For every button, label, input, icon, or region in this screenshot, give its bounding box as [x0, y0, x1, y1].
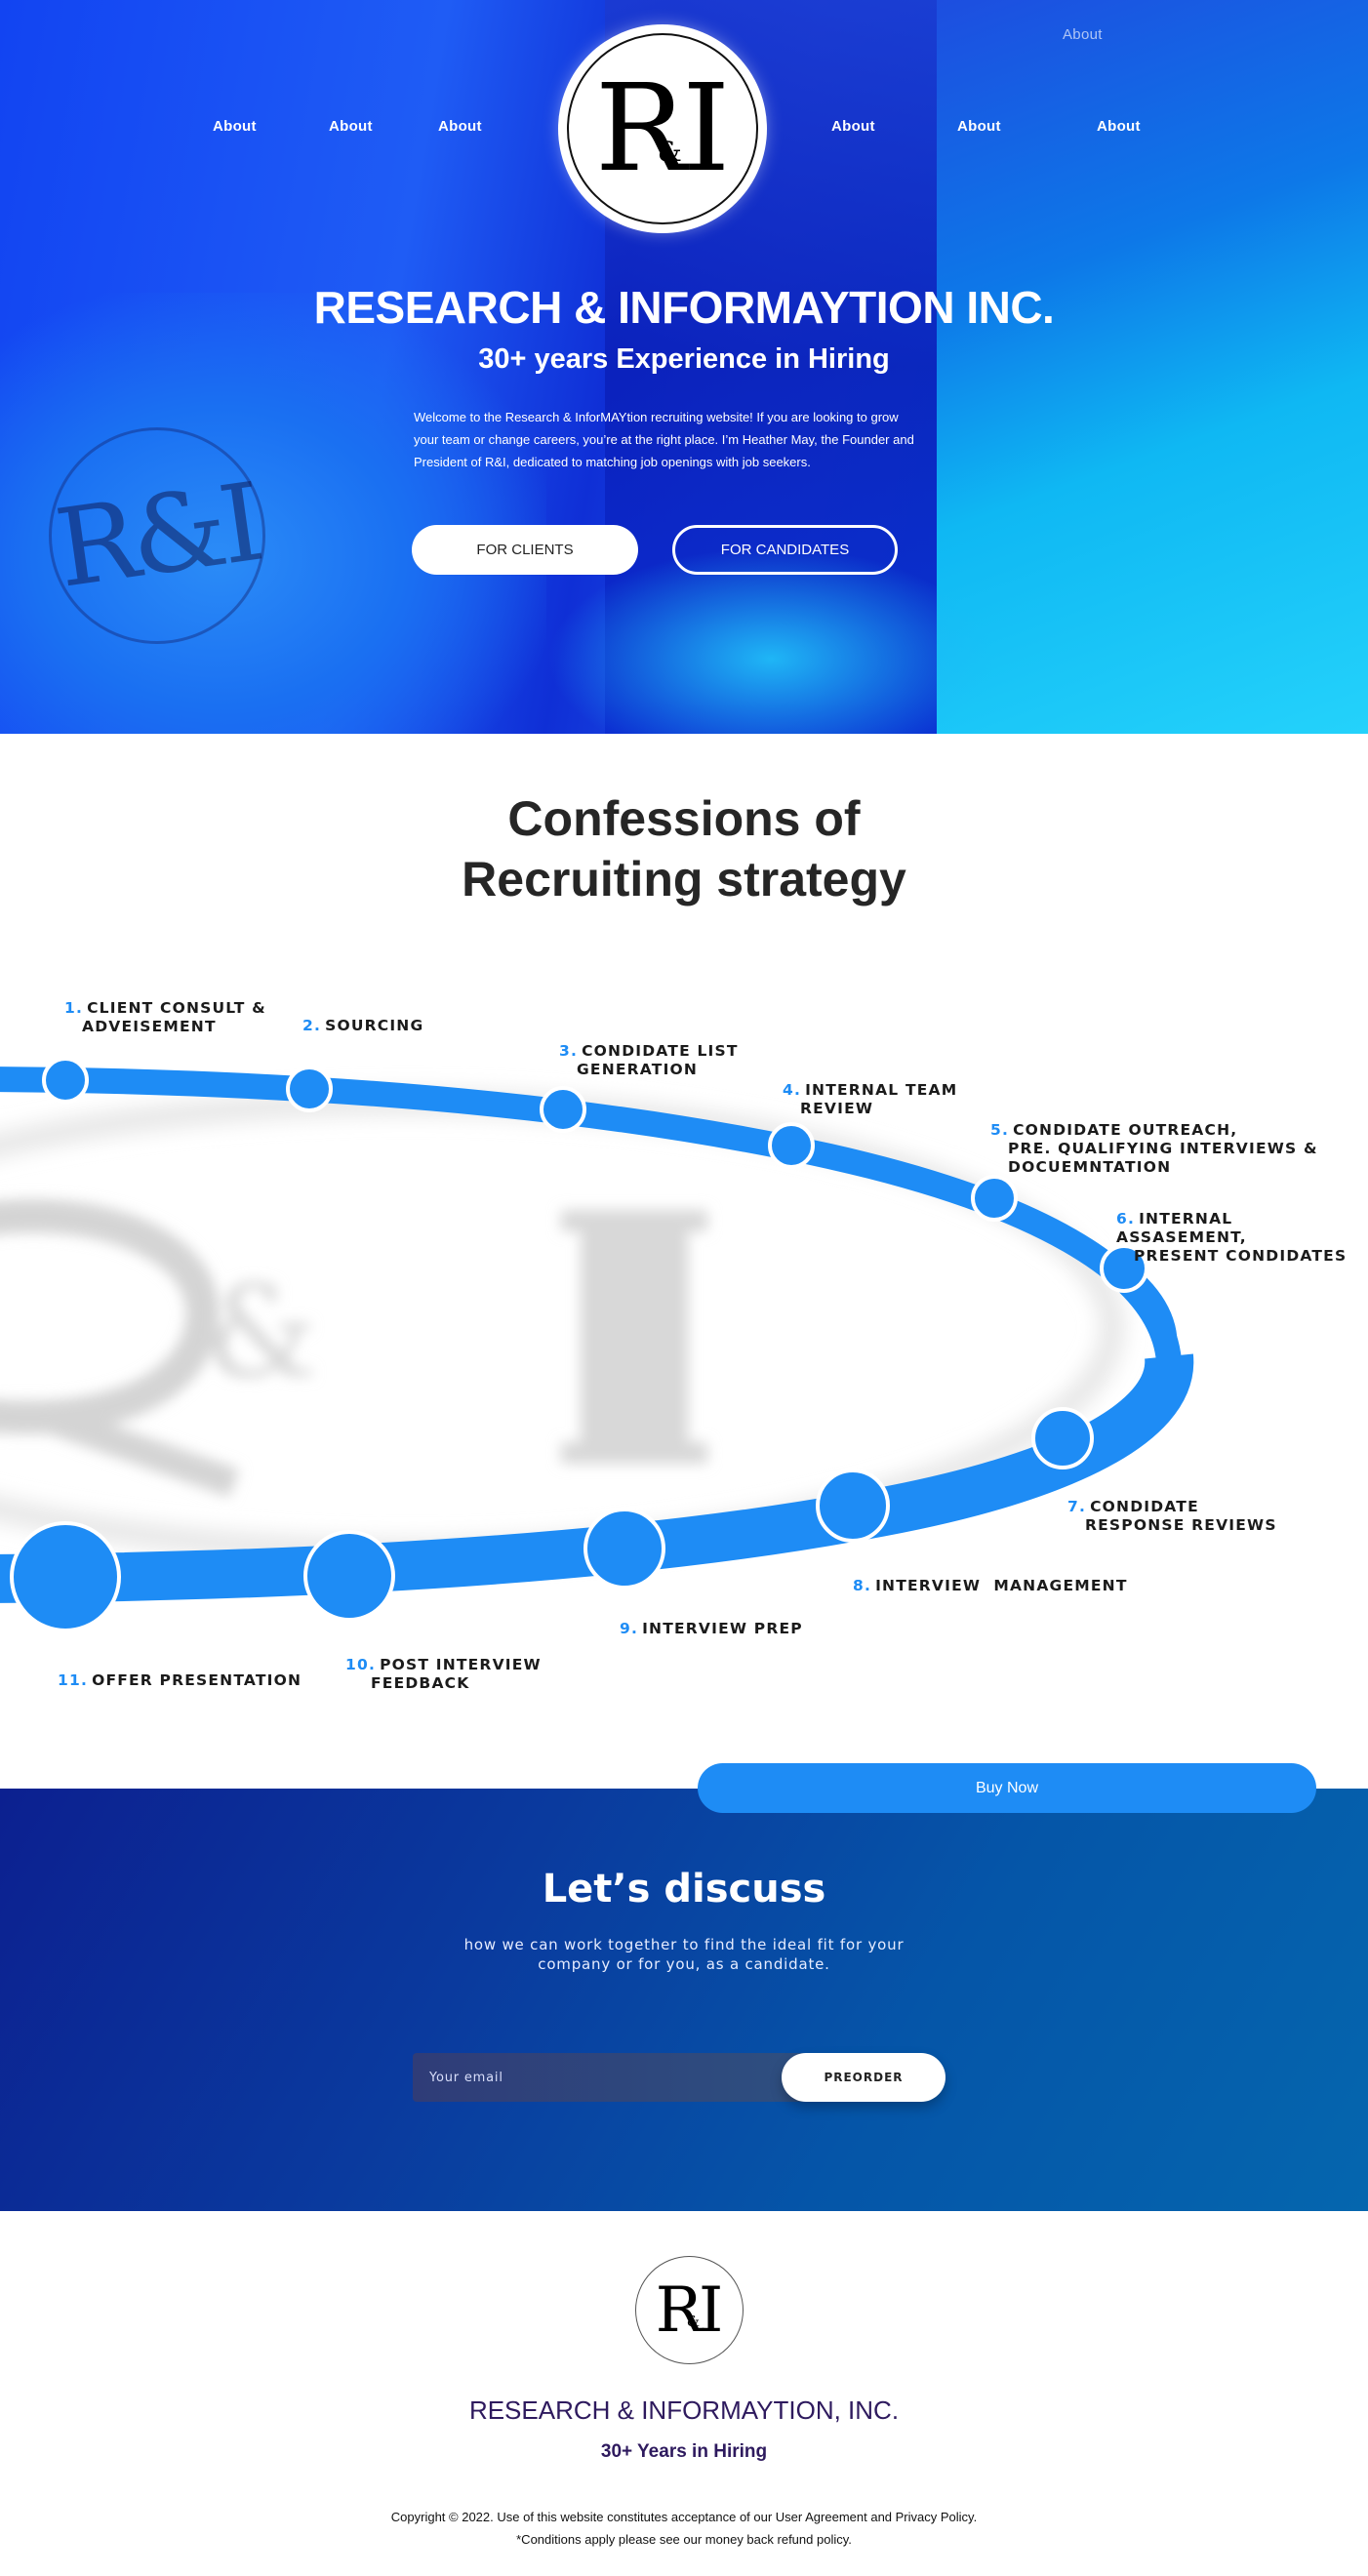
hero-bg-layer — [546, 546, 995, 734]
recruiting-process-diagram: & — [0, 1057, 1194, 1632]
hero-title: RESEARCH & INFORMAYTION INC. — [313, 282, 1055, 333]
timeline-node-3 — [540, 1086, 586, 1133]
step-11: 11.OFFER PRESENTATION — [58, 1671, 302, 1690]
logo-letter-r: R — [655, 2274, 703, 2347]
step-label: FEEDBACK — [371, 1674, 470, 1692]
step-label: REVIEW — [800, 1100, 874, 1117]
watermark-logo: & — [0, 1199, 707, 1498]
logo-monogram: RI & — [595, 68, 730, 189]
strategy-title: Confessions of Recruiting strategy — [0, 788, 1368, 909]
step-label: INTERVIEW PREP — [642, 1620, 803, 1637]
step-number: 5. — [990, 1121, 1010, 1139]
nav-about-link-1[interactable]: About — [213, 118, 257, 135]
preorder-button[interactable]: PREORDER — [782, 2053, 946, 2102]
step-number: 4. — [783, 1081, 802, 1099]
step-label: RESPONSE REVIEWS — [1085, 1516, 1277, 1534]
for-clients-button[interactable]: FOR CLIENTS — [412, 525, 638, 575]
discuss-title: Let’s discuss — [542, 1867, 826, 1912]
step-label: ADVEISEMENT — [82, 1018, 217, 1035]
step-4: 4.INTERNAL TEAM REVIEW — [783, 1081, 957, 1118]
step-number: 7. — [1067, 1498, 1087, 1515]
step-label: GENERATION — [577, 1061, 699, 1078]
step-label: CONDIDATE LIST — [582, 1042, 739, 1060]
nav-about-link-6[interactable]: About — [1097, 118, 1141, 135]
timeline-node-4 — [768, 1122, 815, 1169]
timeline-node-6 — [1100, 1244, 1148, 1293]
step-label: CONDIDATE OUTREACH, — [1013, 1121, 1238, 1139]
nav-about-link-4[interactable]: About — [831, 118, 875, 135]
copyright-text: Copyright © 2022. Use of this website co… — [390, 2510, 978, 2524]
for-candidates-button[interactable]: FOR CANDIDATES — [672, 525, 898, 575]
discuss-section: Let’s discuss how we can work together t… — [0, 1789, 1368, 2211]
step-label: DOCUEMNTATION — [1008, 1158, 1172, 1176]
timeline-node-11 — [10, 1521, 121, 1632]
email-signup-form: PREORDER — [413, 2053, 946, 2102]
step-number: 8. — [853, 1577, 872, 1594]
footer-logo[interactable]: RI & — [635, 2256, 744, 2364]
nav-about-link-2[interactable]: About — [329, 118, 373, 135]
timeline-node-1 — [42, 1057, 89, 1104]
step-number: 9. — [620, 1620, 639, 1637]
hero-section: R&I About About About About About About … — [0, 0, 1368, 734]
logo-monogram: RI & — [656, 2279, 723, 2342]
step-8: 8.INTERVIEW MANAGEMENT — [853, 1577, 1128, 1595]
step-label: CLIENT CONSULT & — [87, 999, 266, 1017]
step-label: INTERNAL TEAM — [805, 1081, 958, 1099]
step-label: INTERVIEW MANAGEMENT — [875, 1577, 1128, 1594]
conditions-text: *Conditions apply please see our money b… — [516, 2532, 852, 2547]
nav-about-link-5[interactable]: About — [957, 118, 1001, 135]
timeline-nodes — [10, 1057, 1148, 1632]
hero-intro-text: Welcome to the Research & InforMAYtion r… — [414, 410, 914, 469]
step-number: 2. — [302, 1017, 322, 1034]
hero-bg-layer — [0, 293, 546, 734]
nav-about-link-3[interactable]: About — [438, 118, 482, 135]
timeline-node-5 — [971, 1175, 1018, 1222]
step-label: CONDIDATE — [1090, 1498, 1199, 1515]
timeline-node-2 — [286, 1066, 333, 1112]
logo-letter-r: R — [594, 59, 687, 199]
hero-subtitle: 30+ years Experience in Hiring — [478, 343, 890, 375]
step-number: 6. — [1116, 1210, 1136, 1228]
step-1: 1.CLIENT CONSULT & ADVEISEMENT — [64, 999, 266, 1036]
footer-company-name: RESEARCH & INFORMAYTION, INC. — [468, 2395, 900, 2425]
strategy-title-line1: Confessions of — [507, 791, 861, 846]
step-10: 10.POST INTERVIEW FEEDBACK — [345, 1656, 542, 1693]
timeline-track-bottom — [0, 1353, 1194, 1603]
laptop-logo-text: R&I — [48, 460, 265, 612]
step-number: 10. — [345, 1656, 377, 1673]
step-2: 2.SOURCING — [302, 1017, 423, 1035]
timeline-node-9 — [583, 1508, 665, 1590]
hero-bg-layer — [937, 0, 1368, 734]
timeline-node-7 — [1031, 1407, 1094, 1469]
logo-ampersand: & — [657, 136, 682, 168]
timeline-node-10 — [303, 1530, 395, 1622]
timeline-node-8 — [816, 1469, 890, 1543]
step-label: SOURCING — [325, 1017, 424, 1034]
footer-legal: Copyright © 2022. Use of this website co… — [0, 2506, 1368, 2551]
logo-letter-i: I — [682, 59, 731, 199]
nav-top-about-link[interactable]: About — [1063, 26, 1103, 43]
brand-logo[interactable]: RI & — [561, 27, 764, 230]
step-number: 11. — [58, 1671, 89, 1689]
step-6: 6.INTERNAL ASSASEMENT, PRESENT CONDIDATE… — [1116, 1210, 1368, 1266]
svg-text:&: & — [205, 1258, 318, 1406]
step-label: POST INTERVIEW — [380, 1656, 542, 1673]
step-label: INTERNAL ASSASEMENT, — [1116, 1210, 1247, 1246]
step-9: 9.INTERVIEW PREP — [620, 1620, 803, 1638]
step-label: PRE. QUALIFYING INTERVIEWS & — [1008, 1140, 1318, 1157]
buy-now-button[interactable]: Buy Now — [698, 1763, 1316, 1813]
discuss-subtitle: how we can work together to find the ide… — [463, 1936, 905, 1973]
step-number: 1. — [64, 999, 84, 1017]
footer-tagline: 30+ Years in Hiring — [600, 2441, 768, 2462]
logo-letter-i: I — [698, 2274, 724, 2347]
strategy-title-line2: Recruiting strategy — [462, 852, 906, 906]
step-3: 3.CONDIDATE LIST GENERATION — [559, 1042, 739, 1079]
step-number: 3. — [559, 1042, 579, 1060]
logo-ampersand: & — [686, 2312, 701, 2330]
step-label: PRESENT CONDIDATES — [1134, 1247, 1348, 1265]
step-label: OFFER PRESENTATION — [92, 1671, 302, 1689]
step-7: 7.CONDIDATE RESPONSE REVIEWS — [1067, 1498, 1277, 1535]
email-input[interactable] — [413, 2053, 803, 2102]
step-5: 5.CONDIDATE OUTREACH, PRE. QUALIFYING IN… — [990, 1121, 1318, 1177]
